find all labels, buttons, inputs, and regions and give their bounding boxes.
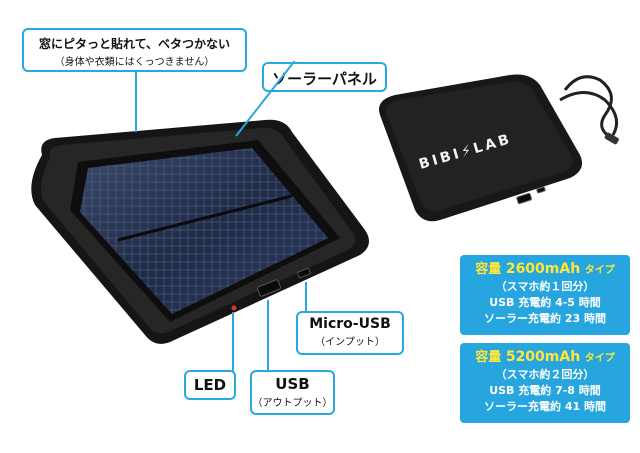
callout-usb-sub: （アウトプット） <box>252 398 333 409</box>
spec-box-5200: 容量 5200mAh タイプ （スマホ約２回分） USB 充電約 7-8 時間 … <box>460 343 630 423</box>
callout-micro-usb-sub: （インプット） <box>315 337 385 348</box>
spec-2600-line1: （スマホ約１回分） <box>495 280 595 293</box>
callout-usb-main: USB <box>275 375 310 393</box>
callout-micro-usb-leader <box>305 282 307 312</box>
callout-adhesive: 窓にピタっと貼れて、ベタつかない （身体や衣類にはくっつきません） <box>22 28 247 72</box>
spec-2600-line3: ソーラー充電約 23 時間 <box>484 312 606 325</box>
callout-usb-leader <box>267 300 269 372</box>
callout-adhesive-sub: （身体や衣類にはくっつきません） <box>54 57 215 68</box>
spec-box-2600: 容量 2600mAh タイプ （スマホ約１回分） USB 充電約 4-5 時間 … <box>460 255 630 335</box>
spec-2600-capacity: 容量 2600mAh タイプ <box>464 261 626 279</box>
spec-2600-line2: USB 充電約 4-5 時間 <box>489 296 601 309</box>
power-bank-back-image: BIBI⚡LAB <box>379 74 619 222</box>
callout-adhesive-leader <box>135 72 137 132</box>
spec-5200-cap-prefix: 容量 <box>475 350 502 365</box>
callout-led: LED <box>184 370 236 400</box>
spec-2600-cap-value: 2600mAh <box>505 261 581 277</box>
solar-charger-front-image <box>31 119 369 344</box>
callout-micro-usb: Micro-USB （インプット） <box>296 311 404 355</box>
callout-adhesive-main: 窓にピタっと貼れて、ベタつかない <box>38 37 231 51</box>
spec-2600-cap-suffix: タイプ <box>584 265 615 276</box>
callout-micro-usb-main: Micro-USB <box>309 316 391 332</box>
spec-2600-cap-prefix: 容量 <box>475 262 502 277</box>
spec-5200-line1: （スマホ約２回分） <box>495 368 595 381</box>
callout-led-main: LED <box>193 376 227 394</box>
callout-usb: USB （アウトプット） <box>250 370 335 415</box>
spec-5200-line3: ソーラー充電約 41 時間 <box>484 400 606 413</box>
callout-led-leader <box>232 312 234 372</box>
spec-5200-cap-suffix: タイプ <box>584 353 615 364</box>
spec-5200-cap-value: 5200mAh <box>505 349 581 365</box>
spec-5200-capacity: 容量 5200mAh タイプ <box>464 349 626 367</box>
spec-5200-line2: USB 充電約 7-8 時間 <box>489 384 601 397</box>
callout-solar-panel-main: ソーラーパネル <box>272 70 377 88</box>
